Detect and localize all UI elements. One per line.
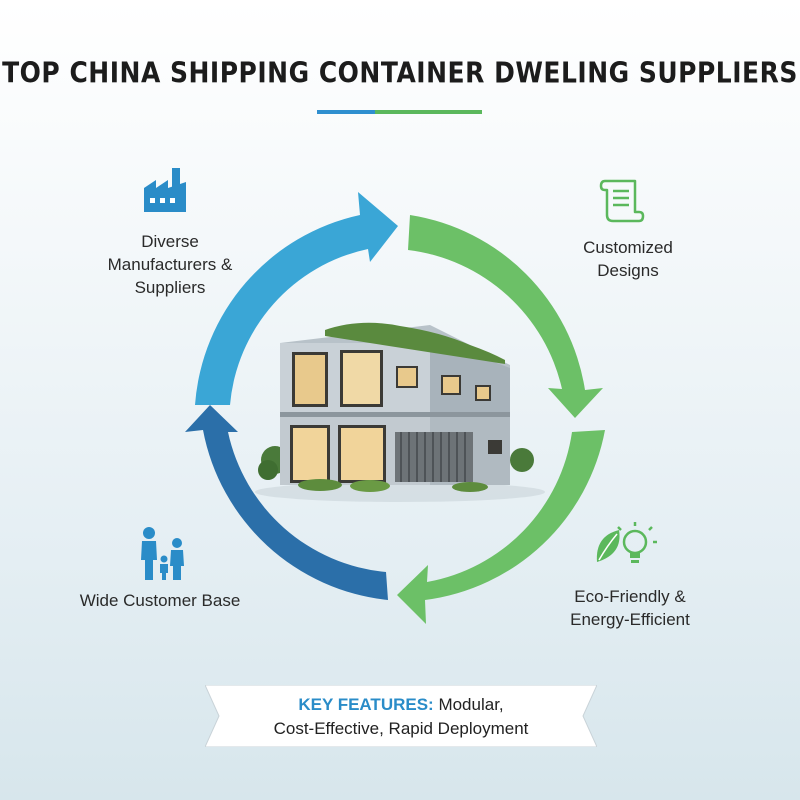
feature-line: Wide Customer Base [79, 591, 241, 610]
feature-line: Manufacturers & [107, 255, 233, 274]
banner-text: KEY FEATURES: Modular, Cost-Effective, R… [205, 693, 597, 741]
arrow-top-left [195, 192, 398, 405]
feature-label-customized-designs: Customized Designs [548, 236, 708, 282]
family-icon [141, 527, 184, 580]
factory-icon [144, 168, 186, 212]
arrow-bottom-right [397, 430, 605, 624]
container-house-illustration [255, 322, 545, 502]
feature-line: Customized [583, 238, 673, 257]
key-features-label: KEY FEATURES: [298, 695, 434, 714]
feature-line: Suppliers [134, 278, 206, 297]
banner-ribbon-shape [205, 685, 597, 747]
key-features-banner: KEY FEATURES: Modular, Cost-Effective, R… [205, 685, 597, 747]
arrow-top-right [408, 215, 603, 418]
arrow-bottom-left [185, 405, 388, 600]
feature-label-eco-friendly: Eco-Friendly & Energy-Efficient [550, 585, 710, 631]
feature-label-diverse-manufacturers: Diverse Manufacturers & Suppliers [90, 230, 250, 299]
page-title: TOP CHINA SHIPPING CONTAINER DWELING SUP… [2, 55, 798, 90]
feature-line: Designs [597, 261, 659, 280]
document-scroll-icon [599, 179, 645, 223]
banner-line-2: Cost-Effective, Rapid Deployment [273, 719, 529, 738]
title-underline-green [375, 110, 482, 114]
banner-line-1: KEY FEATURES: Modular, [205, 693, 597, 717]
leaf-lightbulb-icon [596, 522, 657, 563]
title-underline-blue [317, 110, 375, 114]
banner-line-1-rest: Modular, [433, 695, 504, 714]
feature-line: Eco-Friendly & [574, 587, 686, 606]
feature-line: Diverse [141, 232, 199, 251]
feature-line: Energy-Efficient [570, 610, 690, 629]
feature-label-wide-customer-base: Wide Customer Base [60, 589, 260, 612]
